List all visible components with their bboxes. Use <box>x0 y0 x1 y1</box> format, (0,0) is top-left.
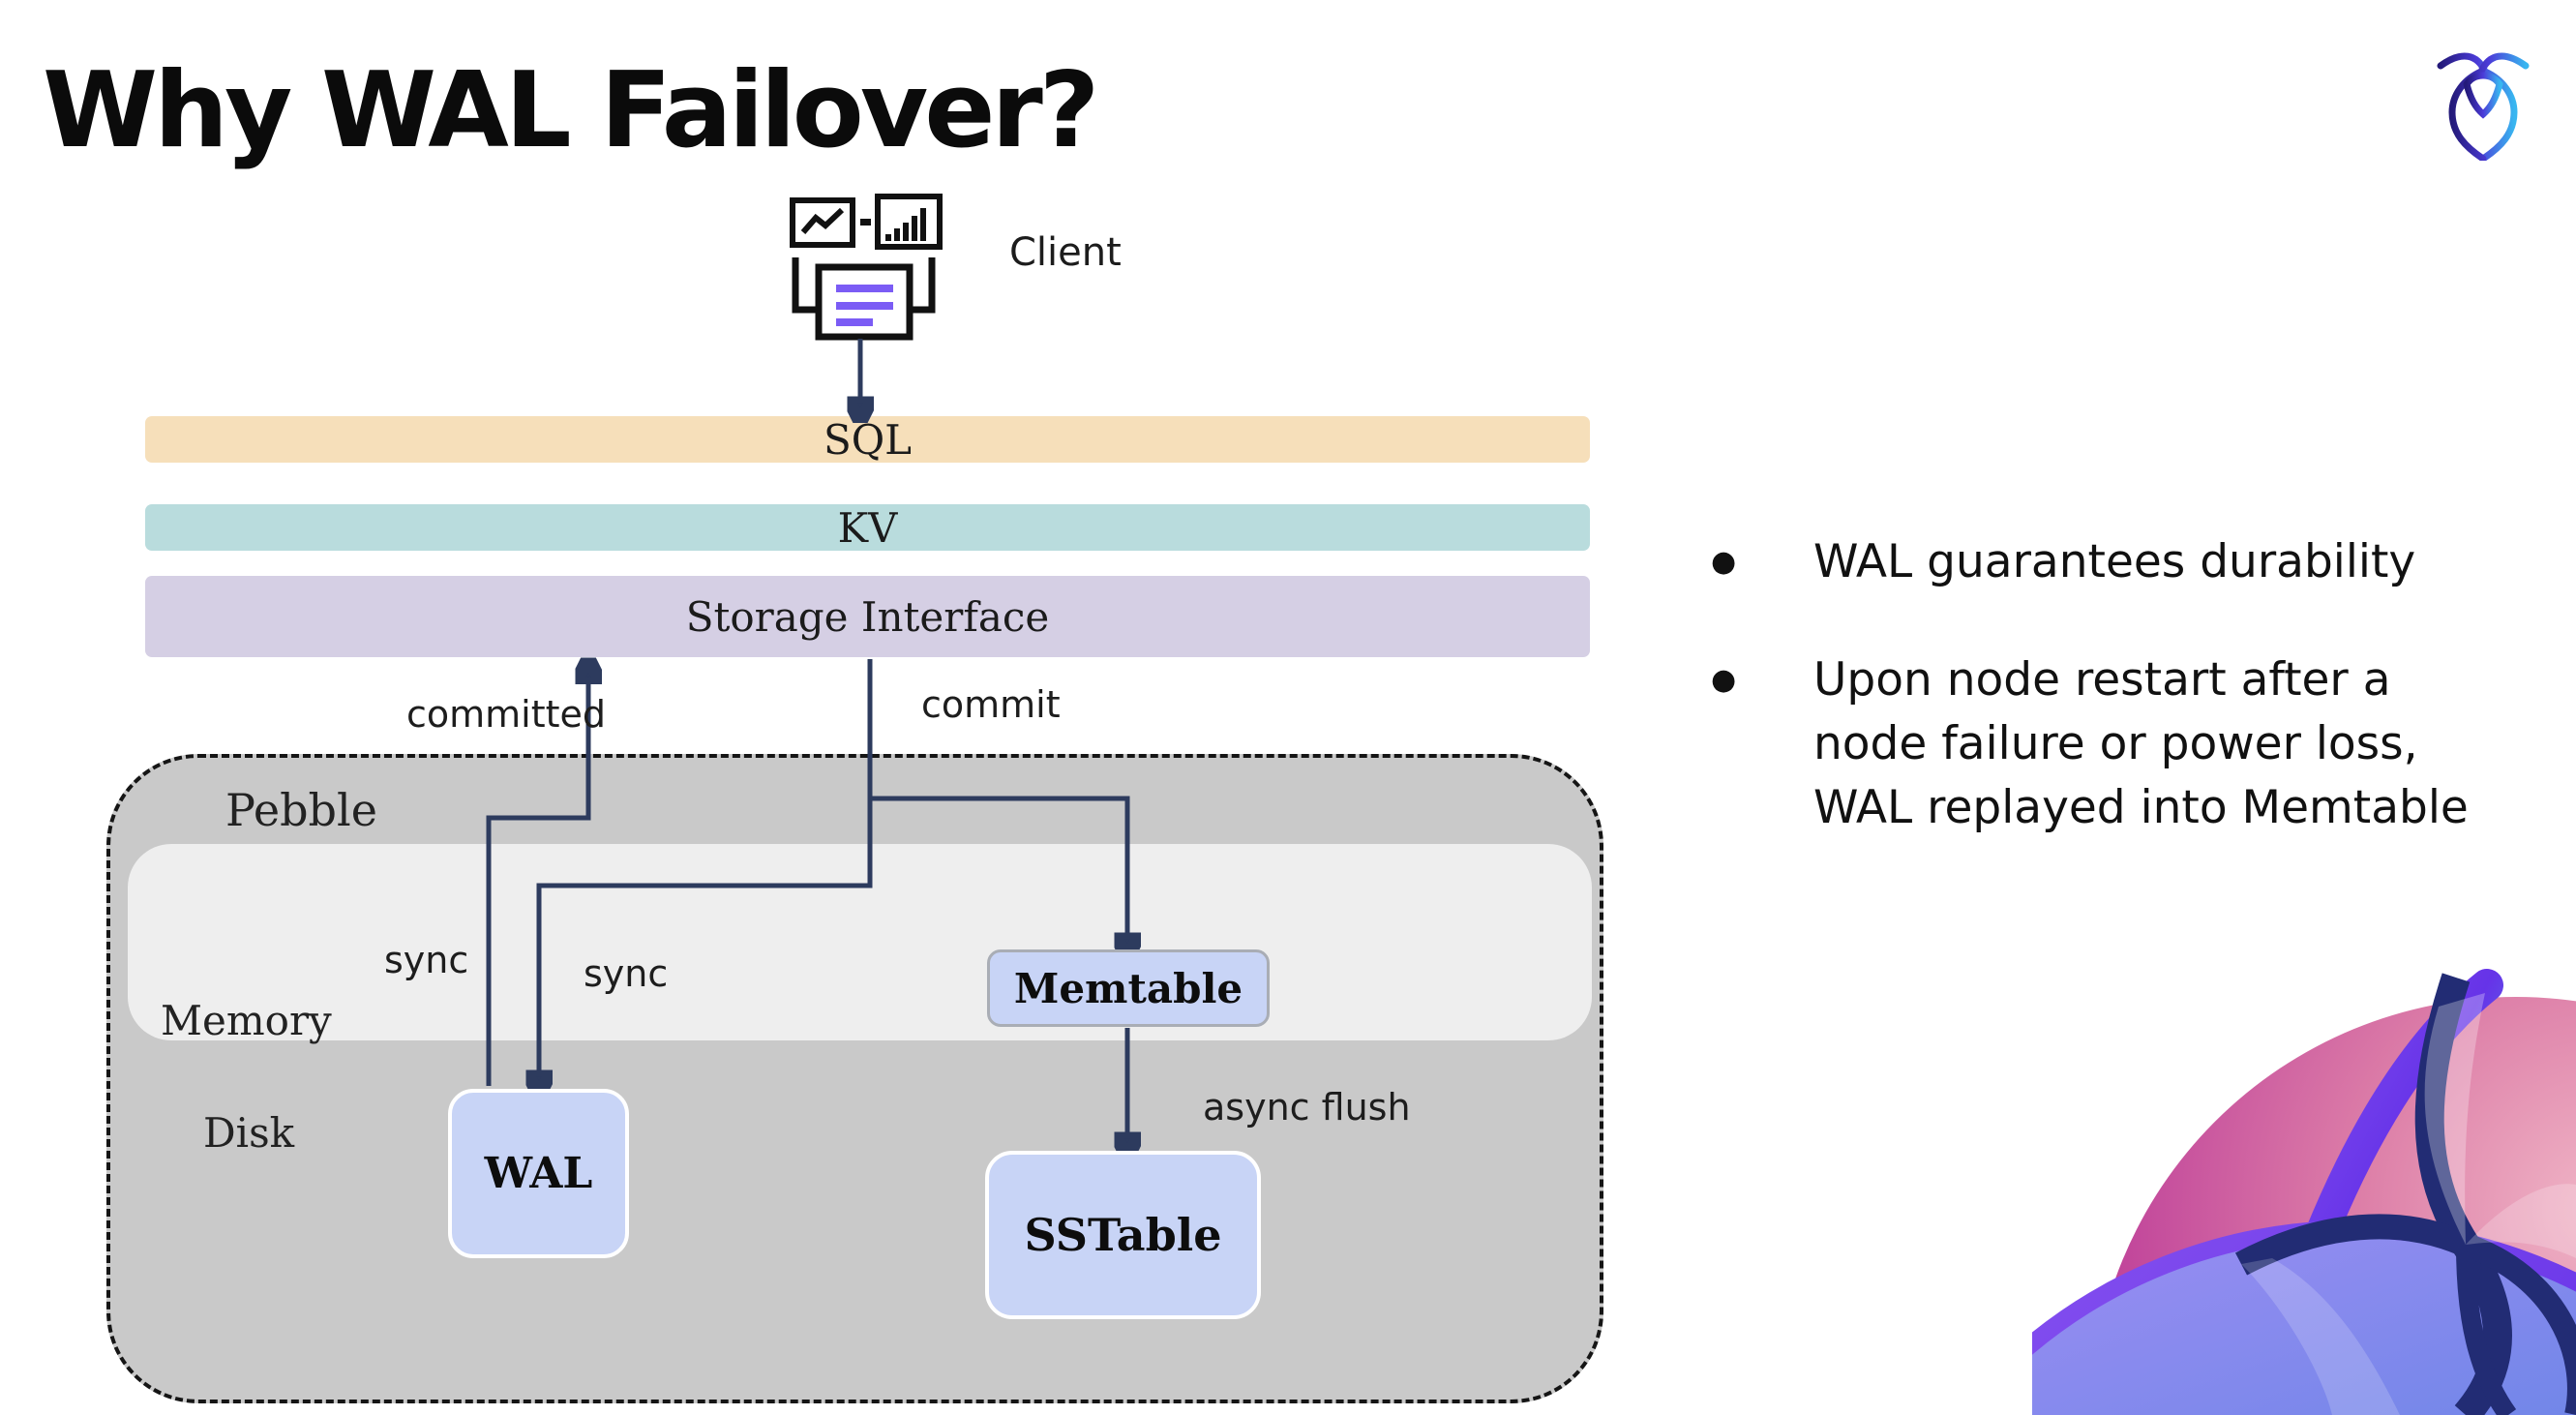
sstable-box-label: SSTable <box>1024 1209 1222 1261</box>
list-item: ● Upon node restart after a node failure… <box>1711 648 2543 840</box>
wal-box-label: WAL <box>484 1149 593 1198</box>
memtable-box-label: Memtable <box>1013 964 1243 1012</box>
storage-interface-layer-label: Storage Interface <box>685 592 1050 641</box>
document-icon <box>792 257 936 341</box>
sync-right-label: sync <box>584 952 669 995</box>
bullet-dot: ● <box>1711 663 1737 697</box>
cockroachdb-logo-icon <box>2437 52 2530 161</box>
memtable-box: Memtable <box>987 949 1270 1027</box>
sstable-box: SSTable <box>985 1151 1261 1319</box>
bullet-text: WAL guarantees durability <box>1813 535 2416 588</box>
bullet-text: Upon node restart after a node failure o… <box>1813 653 2469 834</box>
list-item: ● WAL guarantees durability <box>1711 530 2543 594</box>
sync-left-label: sync <box>384 939 469 981</box>
memory-label: Memory <box>161 997 332 1044</box>
sql-layer-label: SQL <box>823 415 913 464</box>
pebble-label: Pebble <box>225 784 377 836</box>
bullet-dot: ● <box>1711 545 1737 579</box>
commit-label: commit <box>921 683 1061 726</box>
client-label: Client <box>1009 230 1122 275</box>
wal-box: WAL <box>448 1089 629 1258</box>
dash-connector <box>860 219 871 226</box>
committed-label: committed <box>406 693 607 736</box>
line-chart-icon <box>790 197 855 248</box>
disk-label: Disk <box>203 1109 295 1157</box>
bullet-list: ● WAL guarantees durability ● Upon node … <box>1711 530 2543 894</box>
slide-title: Why WAL Failover? <box>43 50 1099 171</box>
storage-interface-layer-bar: Storage Interface <box>145 576 1590 657</box>
bar-chart-icon <box>875 194 943 250</box>
client-icon <box>790 194 943 341</box>
kv-layer-label: KV <box>837 503 898 552</box>
sql-layer-bar: SQL <box>145 415 1590 464</box>
kv-layer-bar: KV <box>145 503 1590 552</box>
memory-band <box>128 844 1592 1040</box>
cockroachdb-brand-art <box>2032 968 2576 1415</box>
async-flush-label: async flush <box>1203 1086 1411 1129</box>
